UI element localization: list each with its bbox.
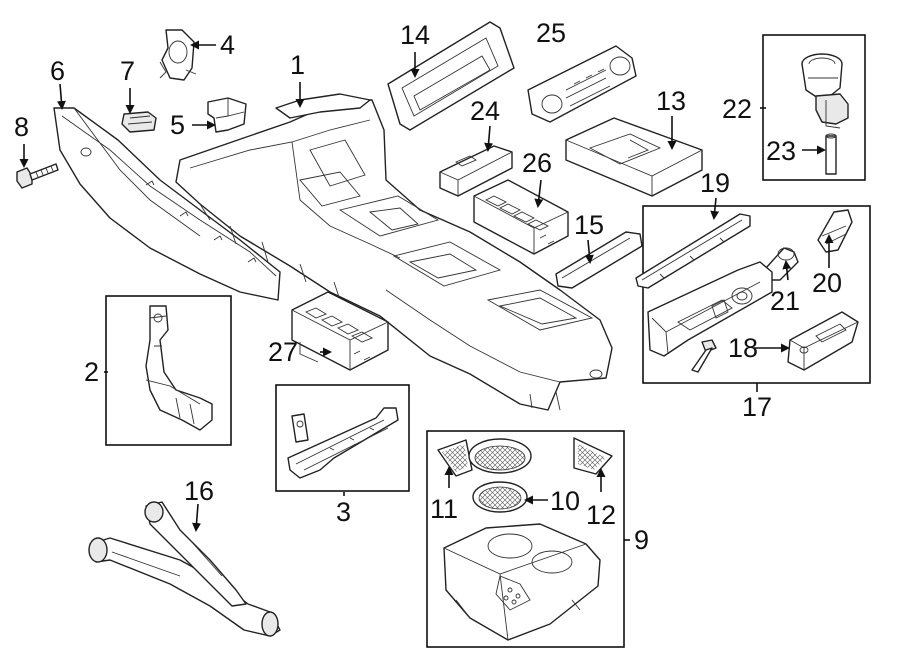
callout-1: 1 — [290, 50, 305, 80]
part-23-pin — [825, 133, 837, 175]
callout-21: 21 — [770, 286, 800, 316]
part-7-clip — [121, 111, 157, 133]
callout-4: 4 — [220, 30, 235, 60]
callout-3: 3 — [336, 497, 351, 527]
part-17-storage-tray — [647, 261, 773, 357]
part-24-switch — [439, 145, 513, 197]
part-20-connector — [817, 209, 853, 253]
part-3-bracket — [287, 407, 399, 479]
part-26-switch-panel — [473, 179, 569, 255]
part-27-switch-panel — [291, 291, 389, 371]
part-15-trim-strip — [555, 231, 643, 289]
box-part-9 — [426, 430, 625, 648]
leader-lines — [19, 40, 834, 541]
callout-11: 11 — [430, 494, 458, 524]
callout-15: 15 — [574, 210, 604, 240]
callout-2: 2 — [84, 357, 99, 387]
box-part-2 — [105, 295, 232, 446]
part-8-bolt — [16, 163, 59, 189]
callout-8: 8 — [14, 112, 29, 142]
callout-12: 12 — [586, 500, 616, 530]
part-18-bolt — [691, 339, 717, 373]
part-16-air-duct — [88, 501, 281, 637]
callout-19: 19 — [700, 168, 730, 198]
part-10-cup-mats — [468, 438, 532, 513]
callout-10: 10 — [550, 486, 580, 516]
callout-18: 18 — [728, 333, 758, 363]
part-22-socket — [801, 53, 849, 129]
callout-7: 7 — [120, 56, 135, 86]
part-18-usb-module — [787, 311, 859, 371]
box-part-3 — [275, 384, 410, 492]
callout-6: 6 — [50, 56, 65, 86]
part-2-bracket — [145, 305, 213, 431]
part-1-center-console — [175, 93, 613, 411]
callout-5: 5 — [170, 110, 185, 140]
part-12-mesh-insert — [573, 437, 613, 475]
part-14-bezel — [387, 21, 515, 131]
callout-24: 24 — [470, 96, 500, 126]
part-11-mesh-insert — [437, 439, 473, 477]
callout-9: 9 — [634, 525, 649, 555]
callout-22: 22 — [722, 94, 752, 124]
callout-labels: 1 2 3 4 5 6 7 8 9 10 11 12 13 14 15 16 1… — [14, 18, 842, 555]
part-4-bracket — [159, 29, 197, 81]
callout-23: 23 — [766, 136, 796, 166]
callout-26: 26 — [522, 148, 552, 178]
part-5-bracket — [207, 97, 247, 133]
callout-13: 13 — [656, 86, 686, 116]
part-13-mat — [565, 117, 703, 197]
callout-16: 16 — [184, 476, 214, 506]
part-6-side-trim — [53, 107, 281, 301]
callout-14: 14 — [400, 20, 430, 50]
callout-27: 27 — [268, 337, 298, 367]
part-19-trim-strip — [635, 213, 751, 289]
callout-20: 20 — [812, 268, 842, 298]
part-25-climate-control — [527, 45, 637, 123]
callout-25: 25 — [536, 18, 566, 48]
part-9-cupholder — [443, 523, 601, 641]
callout-17: 17 — [742, 392, 772, 422]
